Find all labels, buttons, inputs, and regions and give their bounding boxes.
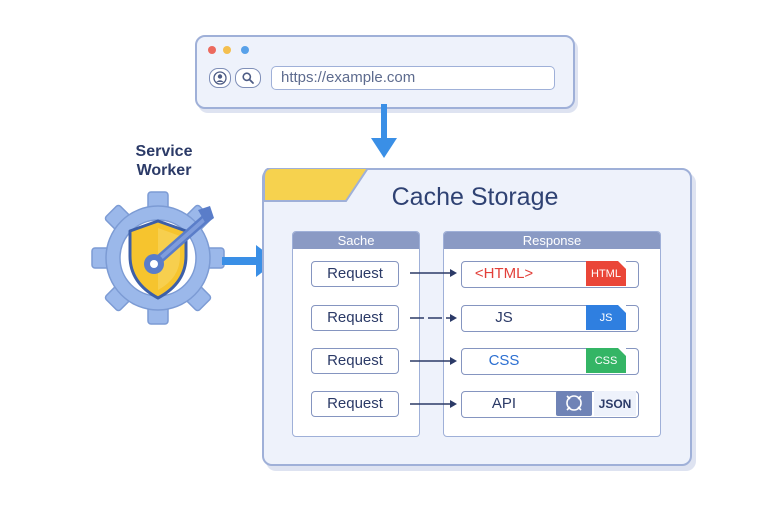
request-column-header: Sache	[293, 232, 419, 249]
api-sync-icon	[566, 395, 582, 411]
request-item[interactable]: Request	[311, 305, 399, 331]
folder-tab-icon	[263, 168, 370, 202]
user-icon	[213, 71, 227, 85]
js-file-icon: JS	[586, 305, 626, 330]
service-worker-label: Service Worker	[118, 142, 210, 180]
request-item[interactable]: Request	[311, 391, 399, 417]
close-window-dot[interactable]	[208, 46, 216, 54]
response-item[interactable]: JS JS	[461, 305, 639, 332]
api-icon	[556, 391, 592, 416]
badge-label: JS	[599, 312, 613, 324]
link-arrow-icon	[410, 269, 457, 277]
service-worker-label-line2: Worker	[136, 162, 192, 179]
profile-button[interactable]	[209, 68, 231, 88]
response-label: JS	[495, 309, 513, 326]
service-worker-graphic	[91, 191, 225, 325]
json-file-icon: JSON	[594, 391, 636, 416]
address-bar[interactable]: https://example.com	[271, 66, 555, 90]
css-file-icon: CSS	[586, 348, 626, 373]
cache-storage-title: Cache Storage	[391, 183, 559, 211]
minimize-window-dot[interactable]	[223, 46, 231, 54]
badge-label: JSON	[598, 397, 632, 411]
response-label: <HTML>	[474, 265, 534, 282]
response-item[interactable]: CSS CSS	[461, 348, 639, 375]
response-item[interactable]: API JSON	[461, 391, 639, 418]
request-item[interactable]: Request	[311, 348, 399, 374]
response-label: API	[491, 395, 517, 412]
request-item[interactable]: Request	[311, 261, 399, 287]
badge-label: HTML	[591, 268, 621, 280]
search-button[interactable]	[235, 68, 261, 88]
search-icon	[242, 72, 254, 84]
badge-label: CSS	[594, 355, 618, 367]
response-item[interactable]: <HTML> HTML	[461, 261, 639, 288]
link-arrow-icon	[410, 314, 457, 322]
browser-window: https://example.com	[195, 35, 575, 109]
html-file-icon: HTML	[586, 261, 626, 286]
link-arrow-icon	[410, 400, 457, 408]
response-column-header: Response	[444, 232, 660, 249]
response-label: CSS	[488, 352, 520, 369]
maximize-window-dot[interactable]	[241, 46, 249, 54]
service-worker-label-line1: Service	[135, 143, 193, 160]
arrow-down-icon	[371, 104, 397, 158]
wrench-icon	[144, 206, 214, 274]
link-arrow-icon	[410, 357, 457, 365]
